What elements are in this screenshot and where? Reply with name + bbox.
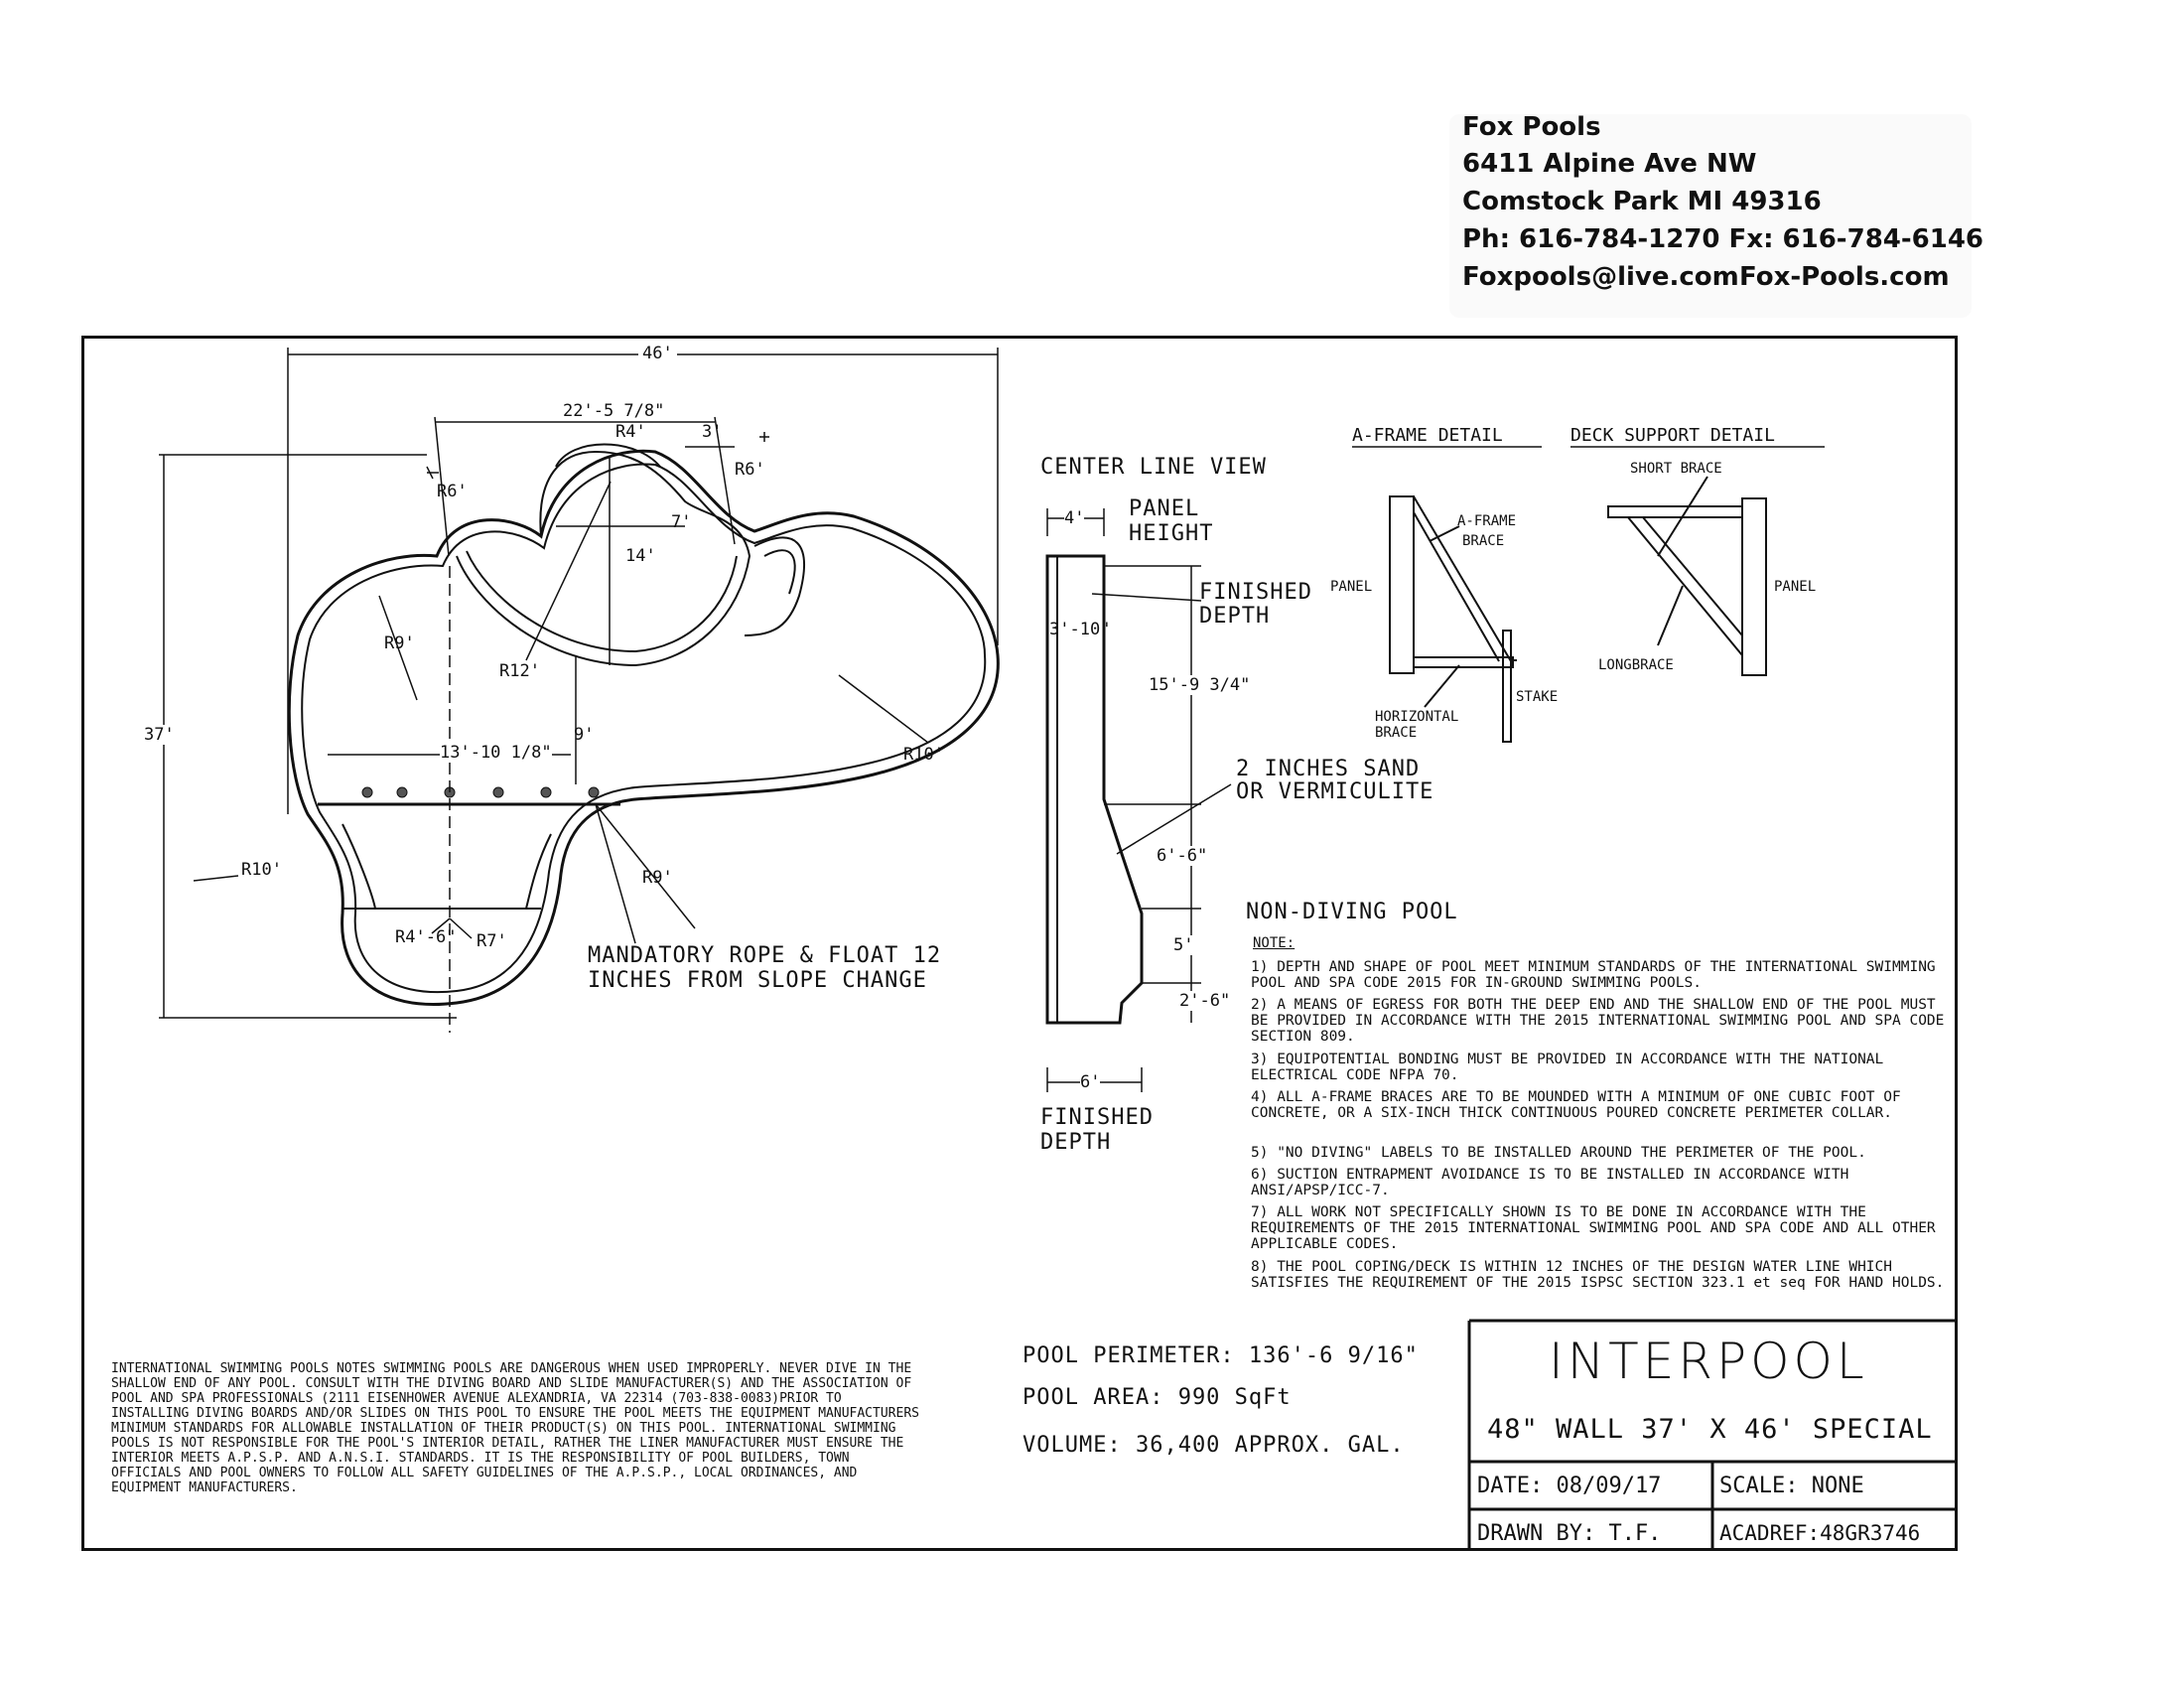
- non-diving-title: NON-DIVING POOL: [1246, 900, 1458, 924]
- rope-note-line2: INCHES FROM SLOPE CHANGE: [588, 968, 927, 993]
- dim-r6-left: R6': [437, 482, 468, 501]
- aframe-panel-label: PANEL: [1330, 579, 1373, 595]
- model-description: 48" WALL 37' X 46' SPECIAL: [1487, 1414, 1933, 1445]
- deck-panel-label: PANEL: [1774, 579, 1817, 595]
- company-address-line2: Comstock Park MI 49316: [1462, 187, 1822, 216]
- company-name: Fox Pools: [1462, 112, 1601, 142]
- pool-area: POOL AREA: 990 SqFt: [1023, 1385, 1292, 1410]
- note-4: 4) ALL A-FRAME BRACES ARE TO BE MOUNDED …: [1251, 1089, 1901, 1121]
- dim-13ft: 13'-10 1/8": [440, 743, 552, 763]
- bottom-finished-label-1: FINISHED: [1040, 1105, 1154, 1130]
- dim-15-9: 15'-9 3/4": [1149, 675, 1251, 695]
- dim-r9-lower: R9': [642, 868, 673, 888]
- finished-depth-label-2: DEPTH: [1199, 604, 1271, 629]
- dim-top-width: 22'-5 7/8": [563, 401, 665, 421]
- bottom-finished-label-2: DEPTH: [1040, 1130, 1112, 1155]
- company-address-line1: 6411 Alpine Ave NW: [1462, 149, 1757, 179]
- note-6: 6) SUCTION ENTRAPMENT AVOIDANCE IS TO BE…: [1251, 1167, 1849, 1198]
- pool-plan-outline: [287, 443, 1000, 1006]
- aframe-detail-drawing: [1352, 446, 1542, 743]
- dim-r4: R4': [615, 422, 646, 442]
- aframe-brace-label-1: A-FRAME: [1457, 513, 1517, 529]
- dim-r12: R12': [499, 661, 540, 681]
- longbrace-label: LONGBRACE: [1598, 657, 1674, 673]
- drawing-date: DATE: 08/09/17: [1477, 1474, 1662, 1498]
- safety-disclaimer: INTERNATIONAL SWIMMING POOLS NOTES SWIMM…: [111, 1361, 919, 1495]
- short-brace-label: SHORT BRACE: [1630, 461, 1722, 477]
- deck-support-title: DECK SUPPORT DETAIL: [1570, 425, 1775, 446]
- dim-5ft: 5': [1173, 935, 1194, 955]
- note-2: 2) A MEANS OF EGRESS FOR BOTH THE DEEP E…: [1251, 997, 1945, 1045]
- dim-r6-right: R6': [735, 460, 765, 480]
- pool-volume: VOLUME: 36,400 APPROX. GAL.: [1023, 1433, 1405, 1458]
- pool-perimeter: POOL PERIMETER: 136'-6 9/16": [1023, 1343, 1419, 1368]
- horizontal-brace-label-1: HORIZONTAL: [1375, 709, 1459, 725]
- dim-7ft: 7': [671, 512, 692, 532]
- stake-label: STAKE: [1516, 689, 1559, 705]
- horizontal-brace-label-2: BRACE: [1375, 725, 1418, 741]
- letterhead-label: [1449, 114, 1972, 318]
- sand-label-1: 2 INCHES SAND: [1236, 757, 1421, 781]
- dim-overall-length: 37': [144, 725, 175, 745]
- aframe-detail-title: A-FRAME DETAIL: [1352, 425, 1503, 446]
- deck-support-drawing: [1570, 446, 1825, 676]
- dim-overall-width: 46': [638, 344, 677, 363]
- drawn-by: DRAWN BY: T.F.: [1477, 1521, 1662, 1546]
- dim-r10-left: R10': [241, 860, 282, 880]
- center-line-title: CENTER LINE VIEW: [1040, 455, 1267, 480]
- note-8: 8) THE POOL COPING/DECK IS WITHIN 12 INC…: [1251, 1259, 1945, 1291]
- finished-depth-label-1: FINISHED: [1199, 580, 1312, 605]
- dim-2-6: 2'-6": [1179, 991, 1231, 1011]
- dim-r10-right: R10': [903, 745, 944, 765]
- plan-dimension-lines: [159, 348, 999, 1033]
- dim-6ft: 6': [1080, 1072, 1101, 1092]
- titleblock-lines: [1467, 1319, 1956, 1551]
- center-line-section: [1045, 508, 1232, 1092]
- dim-r7: R7': [477, 931, 507, 951]
- dim-6-6: 6'-6": [1157, 846, 1208, 866]
- note-1: 1) DEPTH AND SHAPE OF POOL MEET MINIMUM …: [1251, 959, 1936, 991]
- company-phone: Ph: 616-784-1270 Fx: 616-784-6146: [1462, 224, 1984, 254]
- rope-note-line1: MANDATORY ROPE & FLOAT 12: [588, 943, 942, 968]
- panel-height-label-2: HEIGHT: [1129, 521, 1214, 546]
- note-3: 3) EQUIPOTENTIAL BONDING MUST BE PROVIDE…: [1251, 1052, 1884, 1083]
- dim-r9-upper: R9': [384, 633, 415, 653]
- note-5: 5) "NO DIVING" LABELS TO BE INSTALLED AR…: [1251, 1145, 1866, 1161]
- dim-9ft: 9': [574, 725, 595, 745]
- drawing-frame: [81, 336, 1958, 1551]
- acad-reference: ACADREF:48GR3746: [1719, 1521, 1921, 1545]
- panel-height-label-1: PANEL: [1129, 496, 1200, 521]
- company-email: Foxpools@live.com: [1462, 262, 1739, 292]
- company-website: Fox-Pools.com: [1739, 262, 1950, 292]
- rope-floats: [361, 786, 600, 798]
- dim-4ft: 4': [1064, 508, 1085, 528]
- notes-heading: NOTE:: [1253, 935, 1296, 951]
- dim-3ft: 3': [702, 422, 723, 442]
- dim-3-10: 3'-10": [1049, 620, 1111, 639]
- brand-title: INTERPOOL: [1549, 1333, 1868, 1390]
- aframe-brace-label-2: BRACE: [1462, 533, 1505, 549]
- note-7: 7) ALL WORK NOT SPECIFICALLY SHOWN IS TO…: [1251, 1204, 1936, 1252]
- drawing-scale: SCALE: NONE: [1719, 1474, 1864, 1498]
- dim-r4-6: R4'-6": [395, 927, 457, 947]
- dim-14ft: 14': [625, 546, 656, 566]
- sand-label-2: OR VERMICULITE: [1236, 779, 1434, 804]
